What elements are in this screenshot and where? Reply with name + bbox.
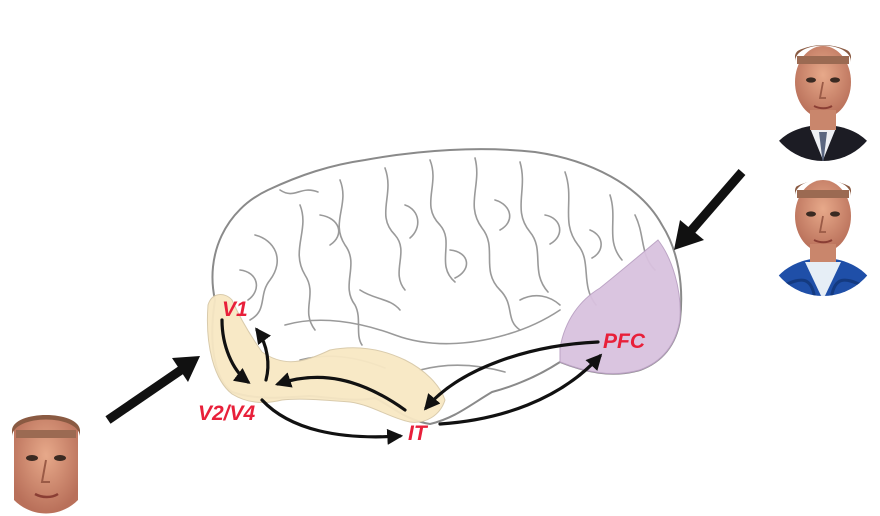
arrow-categories-to-pfc [690,172,742,232]
face-suit-icon [760,40,880,170]
label-v2v4: V2/V4 [198,402,256,425]
face-icon [12,415,80,514]
label-pfc: PFC [603,330,646,353]
face-overalls-icon [760,175,880,305]
arrow-input-to-brain [108,368,184,420]
label-it: IT [408,422,429,445]
label-v1: V1 [222,298,248,321]
